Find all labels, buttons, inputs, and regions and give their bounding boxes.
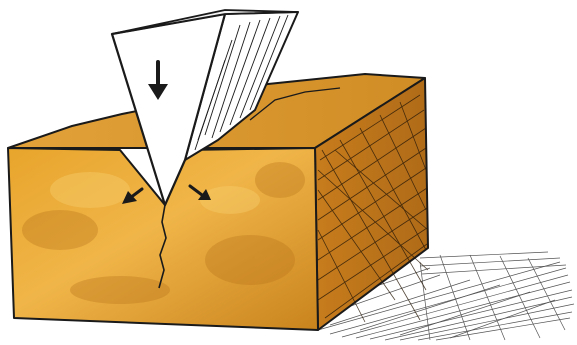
wedge-splitting-illustration: [0, 0, 577, 345]
